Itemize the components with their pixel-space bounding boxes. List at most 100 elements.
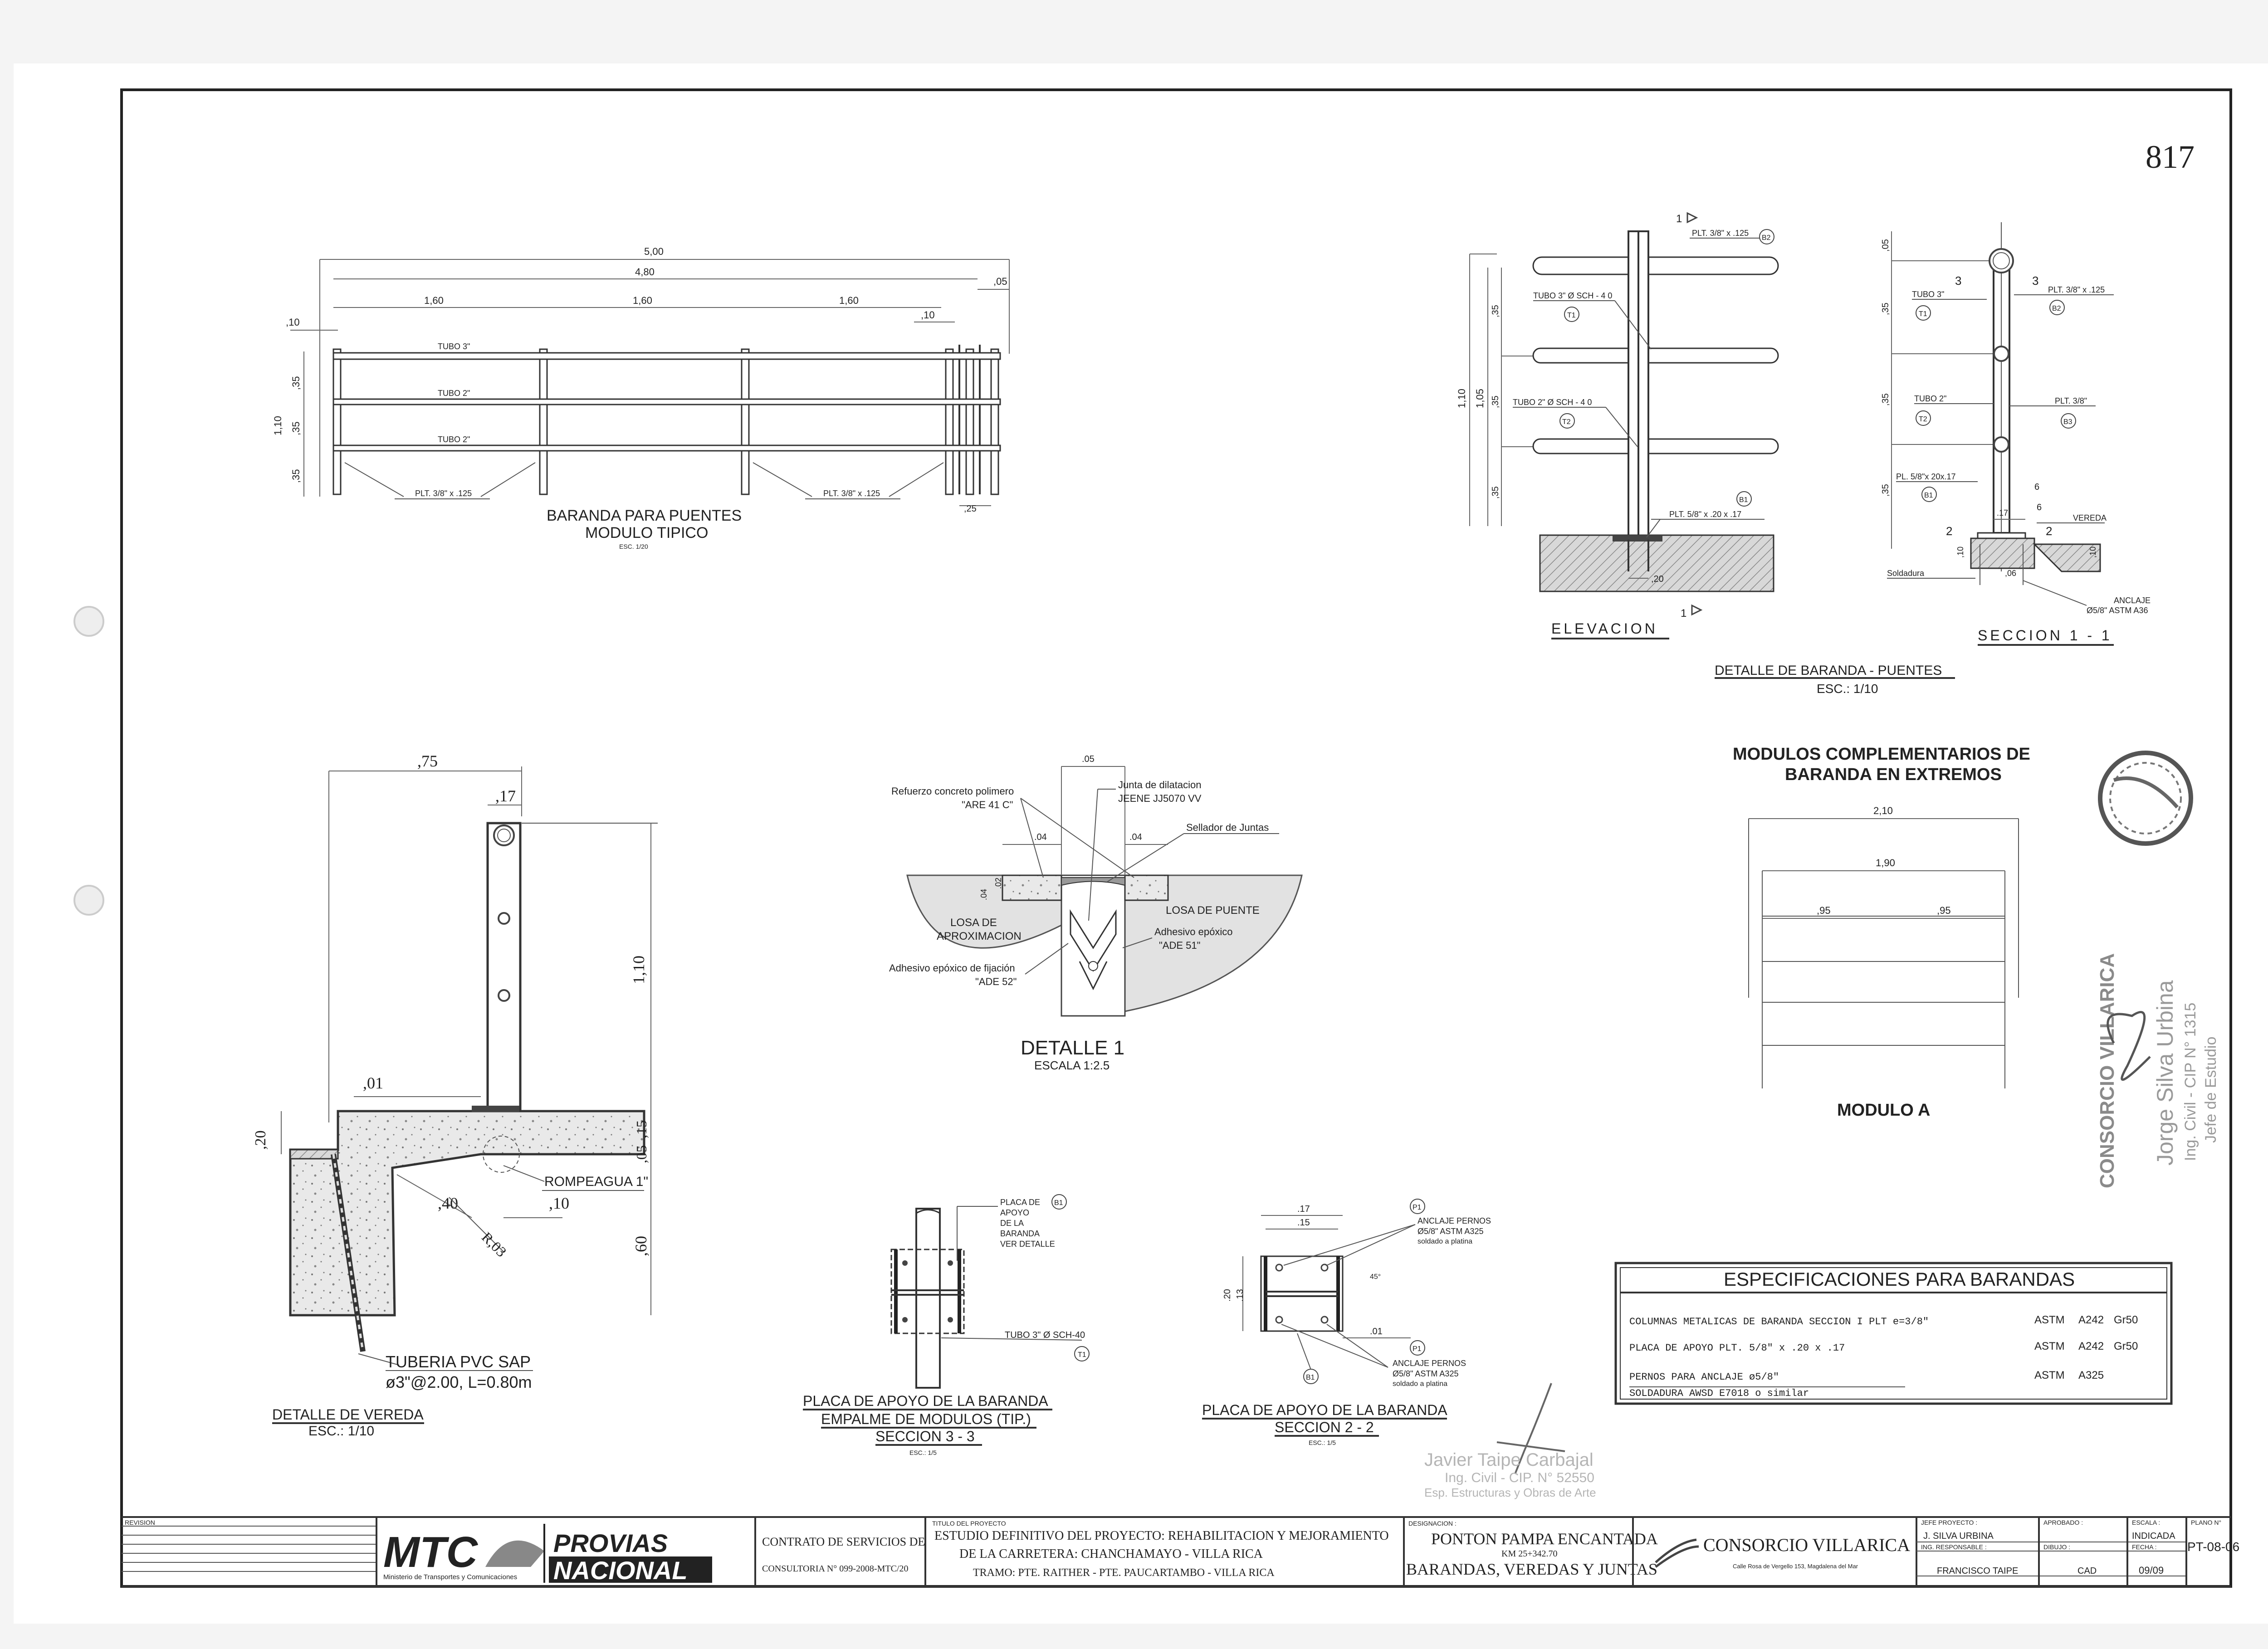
label-placa4: BARANDA: [1000, 1229, 1040, 1238]
label-anc3: soldado a platina: [1418, 1238, 1472, 1245]
tag-b2: B2: [1762, 234, 1771, 242]
elevacion-title: ELEVACION: [1551, 620, 1658, 637]
dim-h-inner: 1,05: [1474, 389, 1486, 408]
detalle-1: .05 Refuerzo concreto polimero "ARE 41 C…: [889, 754, 1303, 1072]
dim-span3: 1,60: [839, 295, 859, 306]
dim-d05: ,05: [1881, 239, 1891, 252]
spec-desc: SOLDADURA AWSD E7018 o similar: [1629, 1388, 1809, 1399]
cut-marker-bottom: 1: [1681, 607, 1686, 620]
label-plt-right: PLT. 3/8" x .125: [2048, 285, 2105, 294]
label-tubo: TUBO 3" Ø SCH-40: [1005, 1330, 1085, 1340]
dim-d17: .17: [1297, 1204, 1310, 1214]
tag-b3: B3: [2063, 418, 2072, 426]
consorcio-logo-icon: [1655, 1538, 1699, 1568]
label-plt-right: PLT. 3/8" x .125: [823, 489, 880, 498]
tb-revision: REVISION: [125, 1519, 155, 1526]
dim-h-total: 1,10: [1456, 389, 1467, 408]
spec-std: ASTM: [2034, 1314, 2065, 1326]
label-plt-left: PLT. 3/8" x .125: [415, 489, 472, 498]
spec-code: A242: [2078, 1314, 2104, 1326]
tb-escala: INDICADA: [2132, 1531, 2175, 1541]
placa-3-3-scale: ESC.: 1/5: [909, 1449, 937, 1456]
spec-std: ASTM: [2034, 1369, 2065, 1381]
spec-row: PLACA DE APOYO PLT. 5/8" x .20 x .17 AST…: [1629, 1340, 2138, 1354]
detalle-1-title: DETALLE 1: [1021, 1037, 1124, 1059]
placa-2-2-title2: SECCION 2 - 2: [1275, 1419, 1374, 1435]
dim-d1: ,35: [1491, 305, 1501, 317]
dim-d01: ,01: [363, 1074, 383, 1092]
label-jeene: JEENE JJ5070 VV: [1118, 793, 1202, 804]
label-plt-base: PLT. 5/8" x .20 x .17: [1669, 510, 1741, 519]
tb-escala-label: ESCALA :: [2132, 1519, 2160, 1526]
spec-grade: Gr50: [2114, 1340, 2138, 1352]
dim-h2: ,35: [290, 421, 302, 435]
label-plt-top: PLT. 3/8" x .125: [1692, 229, 1749, 238]
tag-p1a: P1: [1413, 1204, 1422, 1211]
dim-left: ,10: [286, 317, 300, 328]
placa-seccion-2-2: .17 .15 .20 .13 P1 ANCLAJE PERNOS Ø5/8" …: [1202, 1199, 1491, 1446]
cut-marker-top: 1: [1676, 213, 1682, 225]
dim-d04b: .04: [1129, 832, 1142, 842]
dim-d17: .17: [1997, 508, 2008, 517]
dim-d35b: ,35: [1881, 393, 1891, 406]
dim-h: 1,10: [630, 956, 648, 984]
dim-d01: .01: [1370, 1327, 1383, 1337]
spec-desc: PERNOS PARA ANCLAJE ø5/8": [1629, 1371, 1779, 1383]
label-tubo2: TUBO 2": [1914, 394, 1946, 403]
tb-jefe-label: JEFE PROYECTO :: [1921, 1519, 1977, 1526]
dim-inner: 4,80: [635, 266, 655, 278]
label-adh-ade51: Adhesivo epóxico: [1154, 926, 1232, 937]
placa-3-3-title3: SECCION 3 - 3: [875, 1428, 975, 1444]
mtc-logo: MTC Ministerio de Transportes y Comunica…: [383, 1524, 712, 1585]
dim-d13: .13: [1235, 1289, 1245, 1302]
baranda-scale: ESC. 1/20: [619, 543, 648, 550]
baranda-title: BARANDA PARA PUENTES: [547, 507, 742, 524]
modulos-complementarios: MODULOS COMPLEMENTARIOS DE BARANDA EN EX…: [1733, 745, 2030, 1120]
dim-w: ,75: [417, 752, 438, 770]
label-placa5: VER DETALLE: [1000, 1239, 1055, 1249]
label-anc5: Ø5/8" ASTM A325: [1393, 1369, 1458, 1378]
label-adh-fij: Adhesivo epóxico de fijación: [889, 962, 1015, 974]
tag-b1: B1: [1739, 496, 1748, 504]
dim-d05: .05: [1082, 754, 1095, 764]
stamp-consorcio: CONSORCIO VILLARICA: [2096, 953, 2118, 1188]
label-tubo-mid: TUBO 2": [438, 389, 470, 398]
dim-h1: ,35: [290, 376, 302, 390]
tb-ing: FRANCISCO TAIPE: [1937, 1566, 2018, 1576]
tb-consorcio: CONSORCIO VILLARICA: [1703, 1535, 1910, 1555]
stamp2-line3: Esp. Estructuras y Obras de Arte: [1424, 1486, 1596, 1499]
tag-b1: B1: [1924, 492, 1933, 499]
dim-total: 5,00: [644, 246, 664, 257]
label-tuberia1: TUBERIA PVC SAP: [386, 1352, 531, 1371]
label-vereda: VEREDA: [2073, 513, 2107, 522]
dim-span2: 1,60: [633, 295, 652, 306]
stamp2-line1: Javier Taipe Carbajal: [1424, 1450, 1593, 1470]
modulos-title-line1: MODULOS COMPLEMENTARIOS DE: [1733, 745, 2030, 764]
stamp-firma-nombre: Jorge Silva Urbina: [2152, 980, 2178, 1166]
label-anclaje: ANCLAJE: [2114, 596, 2151, 605]
label-plt38: PLT. 3/8": [2055, 396, 2087, 405]
label-tubo-top: TUBO 3": [438, 342, 470, 351]
tb-contrato1: CONTRATO DE SERVICIOS DE: [762, 1535, 925, 1548]
label-anc6: soldado a platina: [1393, 1380, 1447, 1388]
tb-fecha-label: FECHA :: [2132, 1543, 2156, 1551]
tb-proyecto1: ESTUDIO DEFINITIVO DEL PROYECTO: REHABIL…: [934, 1529, 1389, 1543]
dim-half1: ,95: [1817, 905, 1831, 916]
tb-consorcio-addr: Calle Rosa de Vergello 153, Magdalena de…: [1733, 1563, 1858, 1570]
tag-p1b: P1: [1413, 1345, 1422, 1353]
dim-d10b: ,10: [2088, 546, 2097, 558]
dim-h-total: 1,10: [272, 416, 284, 435]
spec-desc: PLACA DE APOYO PLT. 5/8" x .20 x .17: [1629, 1342, 1845, 1354]
tb-designacion-label: DESIGNACION :: [1408, 1520, 1457, 1527]
label-tuberia2: ø3"@2.00, L=0.80m: [386, 1373, 532, 1391]
punch-hole: [73, 606, 104, 637]
official-stamp: [2098, 751, 2193, 846]
placa-3-3-title1: PLACA DE APOYO DE LA BARANDA: [803, 1393, 1048, 1409]
tb-designacion1: PONTON PAMPA ENCANTADA: [1431, 1530, 1658, 1548]
baranda-subtitle: MODULO TIPICO: [585, 524, 708, 542]
dim-d35a: ,35: [1881, 302, 1891, 315]
label-tubo3: TUBO 3" Ø SCH - 4 0: [1533, 291, 1612, 300]
label-tubo2: TUBO 2" Ø SCH - 4 0: [1513, 398, 1592, 407]
tb-fecha: 09/09: [2139, 1565, 2164, 1576]
label-anclaje-spec: Ø5/8" ASTM A36: [2087, 606, 2148, 615]
